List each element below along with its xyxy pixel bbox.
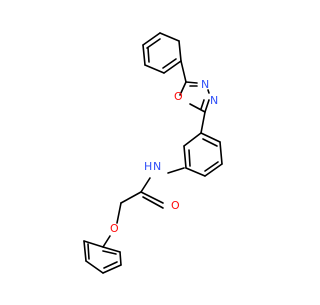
bond-ch2-o xyxy=(116,202,122,224)
oxadiazole-ring xyxy=(179,81,210,113)
bond-nh-carbonyl xyxy=(140,177,151,193)
phenyl-ring-top xyxy=(142,32,182,74)
bond-oxadiazole-phenyl xyxy=(200,111,206,134)
atom-labels: O N N H N O O xyxy=(110,78,218,235)
bond-carbonyl-2 xyxy=(142,196,164,209)
bond-ring-nh xyxy=(167,167,185,174)
structure-canvas: O N N H N O O xyxy=(0,0,300,300)
bond-o-phenyl xyxy=(102,235,111,248)
phenyl-ring-bottom xyxy=(83,240,122,274)
ring-nitrogen-upper-label: N xyxy=(201,78,209,91)
amide-nitrogen-label: N xyxy=(153,160,161,173)
bond-phenyl-oxadiazole xyxy=(180,60,187,83)
ether-oxygen-label: O xyxy=(110,222,119,235)
bond-ch2 xyxy=(120,191,142,204)
carbonyl-oxygen-label: O xyxy=(171,199,180,212)
molecule-structure: O N N H N O O xyxy=(0,0,300,300)
ring-oxygen-label: O xyxy=(174,90,183,103)
bonds xyxy=(83,32,223,274)
bond-carbonyl-1 xyxy=(140,191,164,204)
amide-hydrogen-label: H xyxy=(144,160,152,173)
phenyl-ring-middle xyxy=(183,132,223,177)
ring-nitrogen-lower-label: N xyxy=(210,94,218,107)
background xyxy=(0,0,300,300)
